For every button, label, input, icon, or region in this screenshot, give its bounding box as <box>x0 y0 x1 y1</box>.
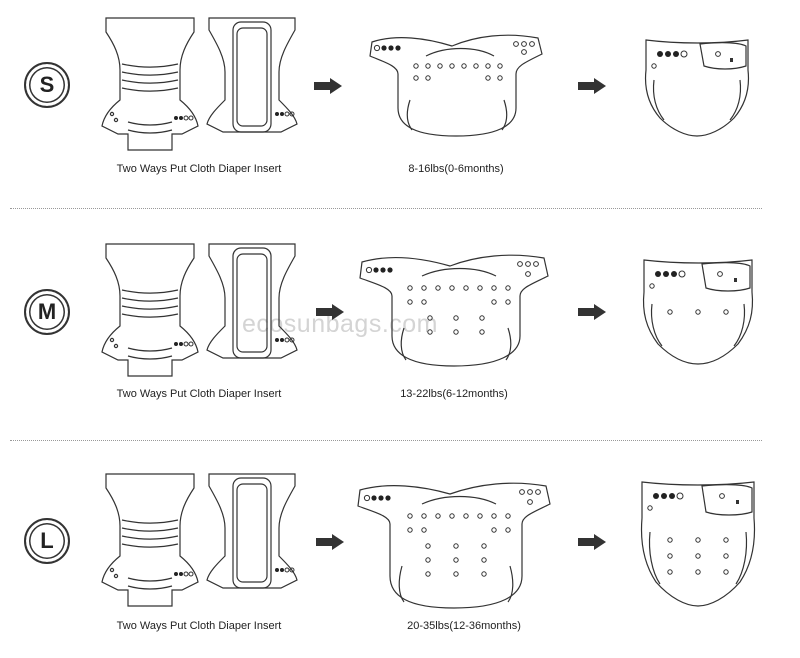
weight-caption-m: 13-22lbs(6-12months) <box>400 388 508 400</box>
insert-caption-m: Two Ways Put Cloth Diaper Insert <box>116 388 282 400</box>
size-badge-s: S <box>24 62 70 108</box>
section-divider <box>10 440 762 441</box>
arrow-right-icon <box>578 304 606 320</box>
diaper-insert-front-drawing <box>101 473 199 607</box>
arrow-right-icon <box>578 78 606 94</box>
insert-caption-l: Two Ways Put Cloth Diaper Insert <box>116 620 282 632</box>
section-divider <box>10 208 762 209</box>
arrow-right-icon <box>316 534 344 550</box>
diaper-closed-drawing <box>644 39 750 137</box>
diaper-insert-front-drawing <box>101 17 199 151</box>
arrow-right-icon <box>316 304 344 320</box>
weight-caption-l: 20-35lbs(12-36months) <box>407 620 521 632</box>
diaper-open-drawing <box>359 254 549 367</box>
diaper-insert-back-drawing <box>206 473 298 589</box>
diaper-open-drawing <box>369 34 543 137</box>
diaper-open-drawing <box>357 482 551 609</box>
size-row-s: S Two Ways Put Cloth Diaper Insert <box>0 0 800 210</box>
diaper-insert-back-drawing <box>206 243 298 359</box>
diaper-closed-drawing <box>640 481 756 607</box>
size-row-m: M Two Ways Put Cloth Diaper Insert <box>0 222 800 432</box>
size-row-l: L Two Ways Put Cloth Diaper Insert <box>0 448 800 658</box>
size-badge-l: L <box>24 518 70 564</box>
diaper-insert-front-drawing <box>101 243 199 377</box>
size-badge-m: M <box>24 289 70 335</box>
insert-caption-s: Two Ways Put Cloth Diaper Insert <box>116 163 282 175</box>
weight-caption-s: 8-16lbs(0-6months) <box>408 163 504 175</box>
diaper-closed-drawing <box>642 259 754 365</box>
diaper-insert-back-drawing <box>206 17 298 133</box>
arrow-right-icon <box>314 78 342 94</box>
arrow-right-icon <box>578 534 606 550</box>
